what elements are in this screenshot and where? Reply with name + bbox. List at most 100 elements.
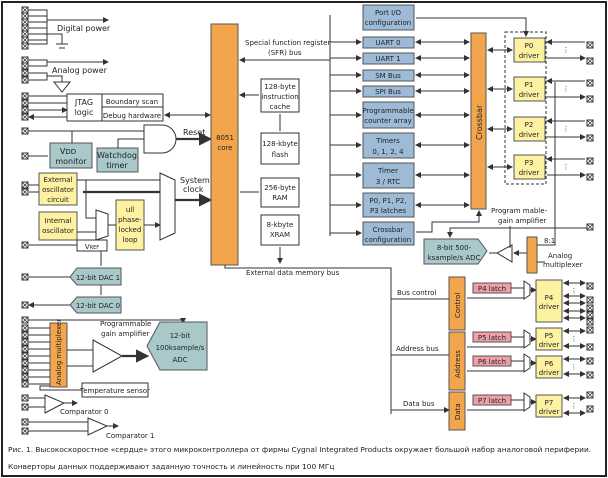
port-driver-p5 bbox=[535, 327, 563, 351]
pin-cross bbox=[21, 92, 29, 100]
comparator0 bbox=[44, 394, 66, 414]
port-mux bbox=[523, 353, 531, 373]
pin-icon bbox=[586, 157, 594, 165]
pll-label-4: loop bbox=[123, 236, 139, 244]
pin-cross bbox=[21, 273, 29, 281]
pin-icon bbox=[21, 338, 29, 346]
vdd-monitor-text: monitor bbox=[55, 157, 87, 166]
adc12-l1: 12-bit bbox=[170, 332, 191, 340]
pin-cross bbox=[21, 106, 29, 114]
jtag-block: JTAG logic Boundary scan Debug hardware bbox=[28, 93, 211, 122]
pin-cross bbox=[21, 394, 29, 402]
pin-icon bbox=[21, 127, 29, 135]
latch-label: P4 latch bbox=[478, 285, 506, 293]
xbar-cfg-l1: Crossbar bbox=[373, 226, 404, 234]
uart1-block bbox=[362, 52, 415, 65]
pin-icon bbox=[586, 371, 594, 379]
pin-cross bbox=[21, 366, 29, 374]
ellipsis-icon: ⋮ bbox=[563, 85, 570, 93]
pin-cross bbox=[586, 405, 594, 413]
comparator1 bbox=[87, 417, 109, 436]
latches-l2: P3 latches bbox=[370, 207, 406, 215]
port-driver-p6 bbox=[535, 355, 563, 379]
digital-power-label: Digital power bbox=[57, 24, 111, 33]
pin-icon bbox=[21, 427, 29, 435]
pin-icon bbox=[586, 405, 594, 413]
comparator0-label: Comparator 0 bbox=[60, 408, 108, 416]
pin-icon bbox=[586, 134, 594, 142]
pin-icon bbox=[21, 24, 29, 32]
xram-block bbox=[260, 214, 300, 246]
pin-icon bbox=[21, 12, 29, 20]
pin-icon bbox=[21, 345, 29, 353]
watchdog-timer-block bbox=[96, 147, 139, 173]
control-block bbox=[448, 276, 466, 331]
pin-icon bbox=[586, 119, 594, 127]
adc8-l1: 8-bit 500- bbox=[437, 244, 472, 252]
pin-icon bbox=[21, 331, 29, 339]
pin-cross bbox=[21, 127, 29, 135]
pin-cross bbox=[21, 418, 29, 426]
address-bus-label: Address bus bbox=[396, 345, 439, 353]
pin-icon bbox=[21, 181, 29, 189]
address-label: Address bbox=[454, 350, 462, 378]
pin-cross bbox=[21, 12, 29, 20]
pin-icon bbox=[586, 311, 594, 319]
pin-cross bbox=[586, 304, 594, 312]
pin-cross bbox=[586, 282, 594, 290]
dac0-label: 12-bit DAC 0 bbox=[76, 302, 120, 310]
pin-icon bbox=[586, 296, 594, 304]
boundary-scan-label: Boundary scan bbox=[106, 98, 158, 106]
ext-osc-label-3: circuit bbox=[47, 196, 69, 204]
pin-cross bbox=[21, 56, 29, 64]
driver-name: P7 bbox=[545, 399, 554, 407]
pin-cross bbox=[21, 30, 29, 38]
pin-icon bbox=[21, 113, 29, 121]
pin-cross bbox=[586, 371, 594, 379]
driver-word: driver bbox=[539, 341, 560, 349]
pin-cross bbox=[21, 345, 29, 353]
port-driver-group bbox=[504, 31, 547, 185]
timer3-l1: Timer bbox=[377, 167, 398, 175]
crossbar-label: Crossbar bbox=[475, 104, 484, 140]
system-clock-label-2: clock bbox=[183, 185, 204, 194]
pin-cross bbox=[21, 36, 29, 44]
driver-pin-line bbox=[547, 81, 585, 97]
port-driver-p0 bbox=[513, 37, 546, 63]
pin-cross bbox=[21, 76, 29, 84]
data-block bbox=[448, 391, 466, 431]
xram-l1: 8-kbyte bbox=[267, 221, 294, 229]
driver-name: P5 bbox=[545, 332, 554, 340]
timers-l2: 0, 1, 2, 4 bbox=[372, 148, 404, 156]
pin-icon bbox=[21, 30, 29, 38]
pin-cross bbox=[21, 18, 29, 26]
reset-label: Reset bbox=[183, 128, 205, 137]
pca-l2: counter array bbox=[364, 117, 412, 125]
peripheral-column: Port I/O configuration UART 0 UART 1 SM … bbox=[329, 4, 470, 246]
timer3-l2: 3 / RTC bbox=[376, 178, 400, 186]
flash-block bbox=[260, 132, 300, 165]
ext-osc-label-1: External bbox=[43, 176, 72, 184]
pin-cross bbox=[586, 311, 594, 319]
pin-cross bbox=[21, 373, 29, 381]
vdd-monitor-block bbox=[49, 142, 93, 169]
pin-icon bbox=[21, 99, 29, 107]
port-mux bbox=[523, 329, 531, 349]
pin-icon bbox=[21, 373, 29, 381]
driver-pin-line bbox=[547, 42, 585, 58]
pin-icon bbox=[21, 56, 29, 64]
pin-icon bbox=[21, 301, 29, 309]
uart1-label: UART 1 bbox=[375, 55, 400, 63]
pin-cross bbox=[21, 99, 29, 107]
driver-pin-line bbox=[547, 121, 585, 137]
spi-bus-block bbox=[362, 85, 415, 98]
xram-l2: XRAM bbox=[270, 231, 290, 239]
pin-icon bbox=[21, 18, 29, 26]
pin-cross bbox=[21, 62, 29, 70]
ellipsis-icon: ⋮ bbox=[563, 46, 570, 54]
spi-label: SPI Bus bbox=[375, 88, 401, 96]
amux-ratio-label: 8:1 bbox=[544, 237, 555, 245]
driver-name: P4 bbox=[545, 294, 554, 302]
pin-icon bbox=[586, 173, 594, 181]
pga-left-label-1: Programmable bbox=[100, 320, 151, 328]
